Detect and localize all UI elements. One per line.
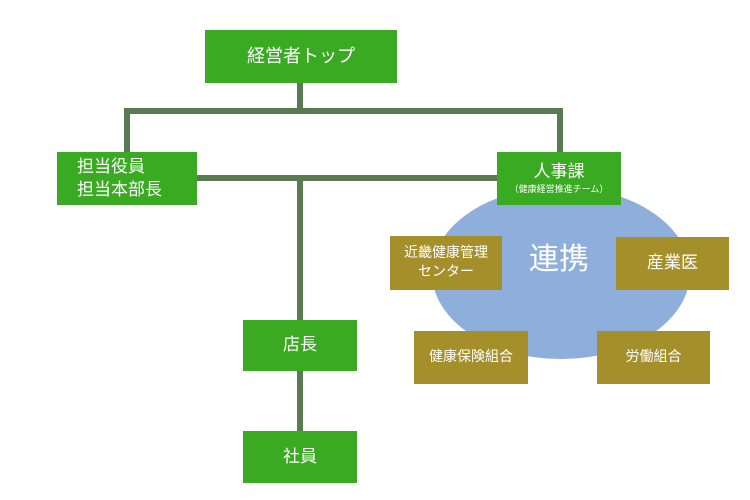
connector-upper-horizontal bbox=[124, 108, 563, 114]
kinki-health-center-label-line2: センター bbox=[418, 264, 474, 280]
health-insurance-label: 健康保険組合 bbox=[429, 349, 513, 365]
connector-middle-horizontal bbox=[197, 175, 497, 181]
labor-union-box: 労働組合 bbox=[597, 331, 710, 384]
occupational-doctor-label: 産業医 bbox=[647, 253, 698, 273]
kinki-health-center-box: 近畿健康管理 センター bbox=[390, 236, 502, 290]
connector-right-branch bbox=[557, 108, 563, 152]
connector-trunk-to-store bbox=[297, 175, 303, 320]
executive-top-box: 経営者トップ bbox=[205, 30, 397, 83]
employee-label: 社員 bbox=[283, 446, 317, 467]
connector-left-branch bbox=[124, 108, 130, 152]
connector-top-down bbox=[297, 83, 303, 111]
occupational-doctor-box: 産業医 bbox=[616, 237, 729, 290]
hr-department-box: 人事課 （健康経営推進チーム） bbox=[497, 152, 621, 205]
health-insurance-box: 健康保険組合 bbox=[414, 331, 528, 384]
connector-store-to-employee bbox=[297, 371, 303, 431]
cooperation-label: 連携 bbox=[529, 242, 589, 277]
employee-box: 社員 bbox=[243, 431, 357, 483]
hr-team-label: （健康経営推進チーム） bbox=[509, 185, 609, 195]
kinki-health-center-label-line1: 近畿健康管理 bbox=[404, 245, 488, 261]
officer-label-line1: 担当役員 bbox=[77, 156, 145, 177]
hr-department-label: 人事課 bbox=[533, 162, 585, 182]
executive-top-label: 経営者トップ bbox=[247, 45, 355, 67]
store-manager-label: 店長 bbox=[283, 335, 317, 355]
labor-union-label: 労働組合 bbox=[625, 349, 682, 365]
officer-box: 担当役員 担当本部長 bbox=[57, 152, 197, 205]
store-manager-box: 店長 bbox=[243, 320, 357, 371]
officer-label-line2: 担当本部長 bbox=[77, 179, 162, 200]
